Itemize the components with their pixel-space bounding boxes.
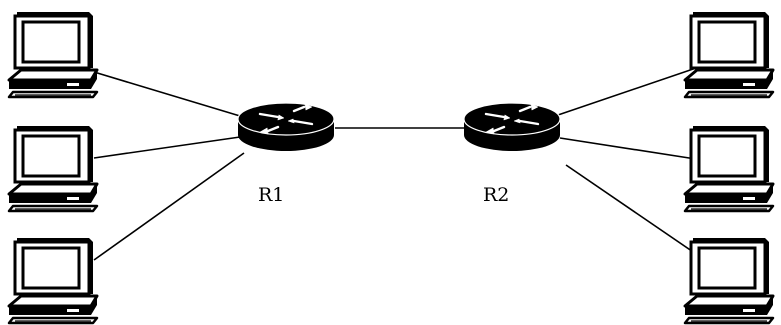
- link-r2-pc-right-middle: [559, 137, 703, 161]
- computer-left-bottom-icon: [7, 236, 99, 325]
- router-r2-icon: [462, 101, 562, 153]
- link-r2-pc-right-bottom: [565, 164, 703, 259]
- computer-right-bottom-icon: [683, 236, 775, 325]
- link-r2-pc-right-top: [557, 65, 703, 116]
- link-pc-left-top-r1: [93, 71, 241, 117]
- router-r1-icon: [236, 101, 336, 153]
- computer-left-top-icon: [7, 10, 99, 99]
- link-pc-left-middle-r1: [93, 136, 241, 159]
- router-r1-label: R1: [258, 184, 285, 206]
- computer-right-middle-icon: [683, 124, 775, 213]
- link-pc-left-bottom-r1: [93, 152, 245, 261]
- computer-left-middle-icon: [7, 124, 99, 213]
- router-r2-label: R2: [483, 184, 510, 206]
- computer-right-top-icon: [683, 10, 775, 99]
